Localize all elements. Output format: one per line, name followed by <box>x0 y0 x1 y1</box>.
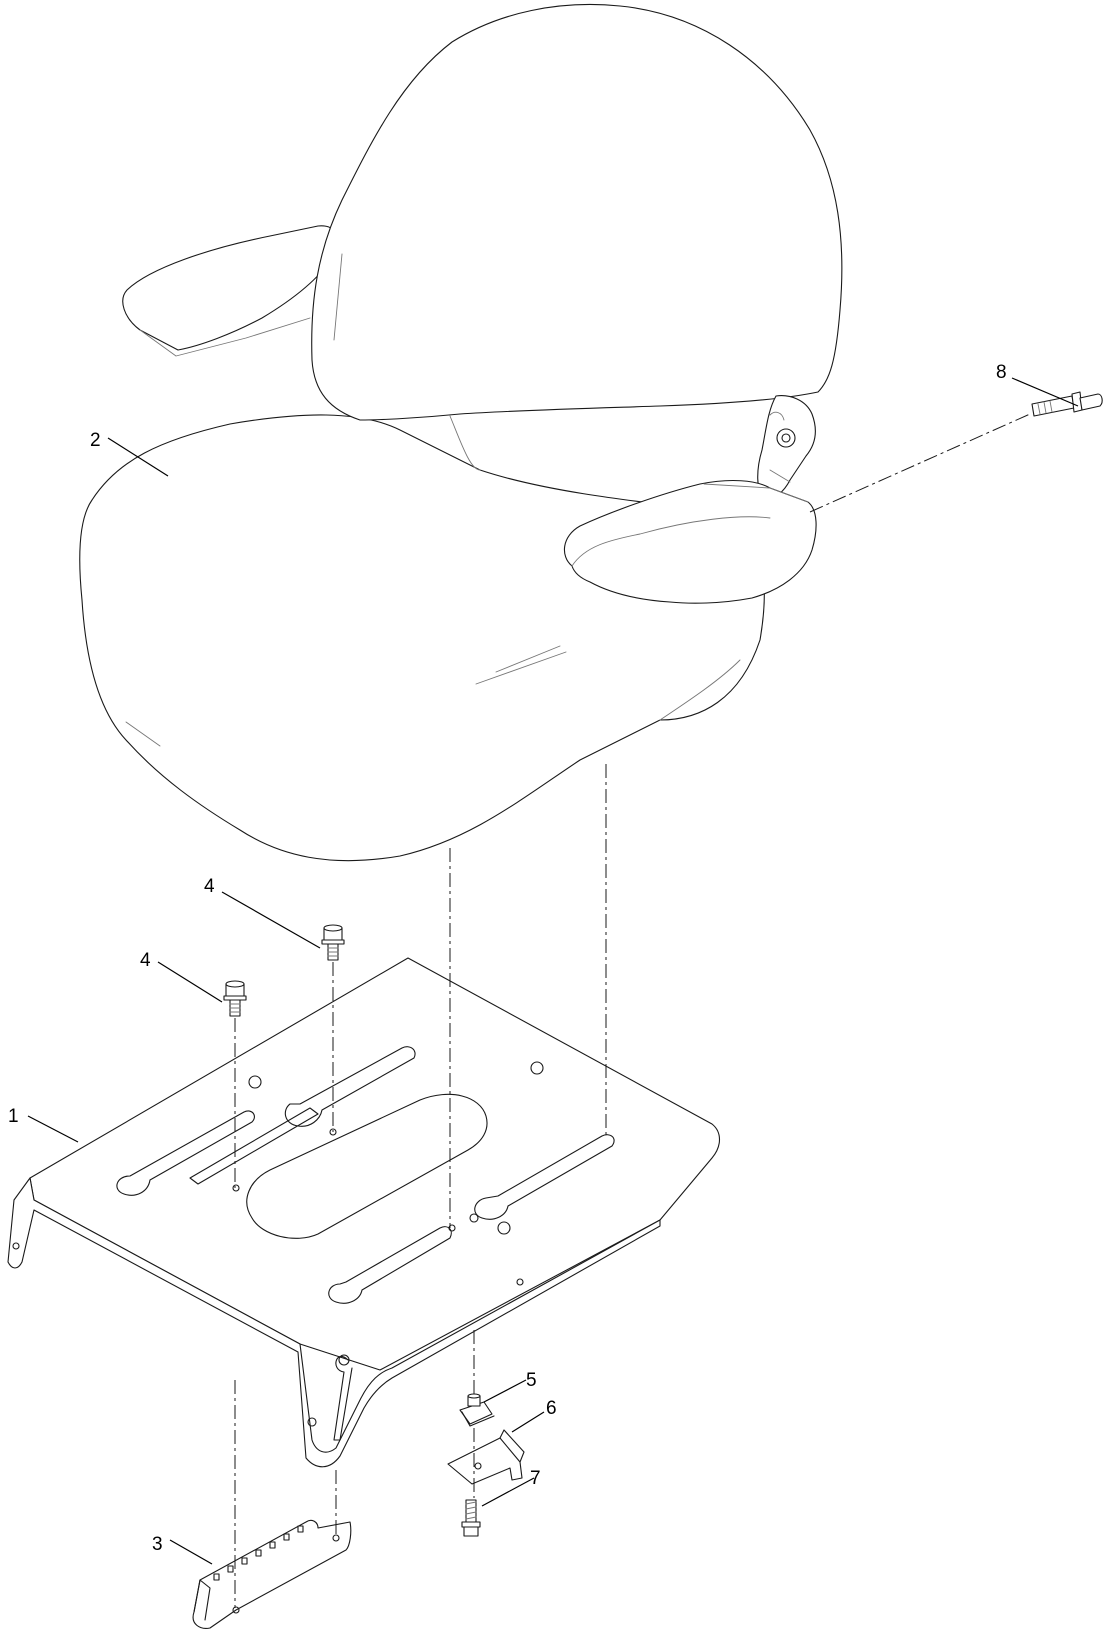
callout-5: 5 <box>526 1370 537 1391</box>
callout-numbers: 1 2 3 4 4 5 6 7 8 <box>8 362 1007 1555</box>
callout-4-left: 4 <box>140 950 151 971</box>
seat-plate <box>7 957 721 1468</box>
seat-cushion <box>79 3 843 862</box>
slide-bracket-slots <box>213 1525 304 1581</box>
callout-8: 8 <box>996 362 1007 383</box>
callout-1: 1 <box>8 1106 19 1127</box>
callout-3: 3 <box>152 1534 163 1555</box>
seat-left-armrest <box>122 225 338 351</box>
seat-backrest <box>311 3 843 421</box>
seat-plate-oval-cutout <box>246 1093 488 1239</box>
seat-plate-slot-left-lower <box>116 1110 255 1196</box>
callout-2: 2 <box>90 430 101 451</box>
seat-plate-front-flange <box>7 1177 661 1468</box>
j-nut <box>459 1393 495 1427</box>
slide-bracket <box>192 1519 352 1629</box>
seat-plate-slot-right <box>474 1134 615 1220</box>
clamp-plate <box>447 1429 525 1485</box>
flange-screw <box>461 1499 481 1537</box>
seat-right-armrest <box>563 480 817 604</box>
leader-lines <box>27 377 1079 1565</box>
seat-plate-slot-left-upper <box>284 1046 416 1127</box>
seat-plate-slot-center <box>189 1107 319 1185</box>
bolt-left <box>223 980 247 1017</box>
callout-6: 6 <box>546 1398 557 1419</box>
seat-cushion-body <box>79 414 765 862</box>
callout-4-right: 4 <box>204 876 215 897</box>
seat-plate-top <box>29 957 721 1371</box>
bolt-right <box>321 924 345 961</box>
callout-7: 7 <box>530 1468 541 1489</box>
shoulder-bolt <box>1031 391 1103 417</box>
alignment-lines <box>234 413 1031 1608</box>
seat-latch-rod <box>333 1355 353 1441</box>
seat-hinge-bracket <box>757 395 816 501</box>
